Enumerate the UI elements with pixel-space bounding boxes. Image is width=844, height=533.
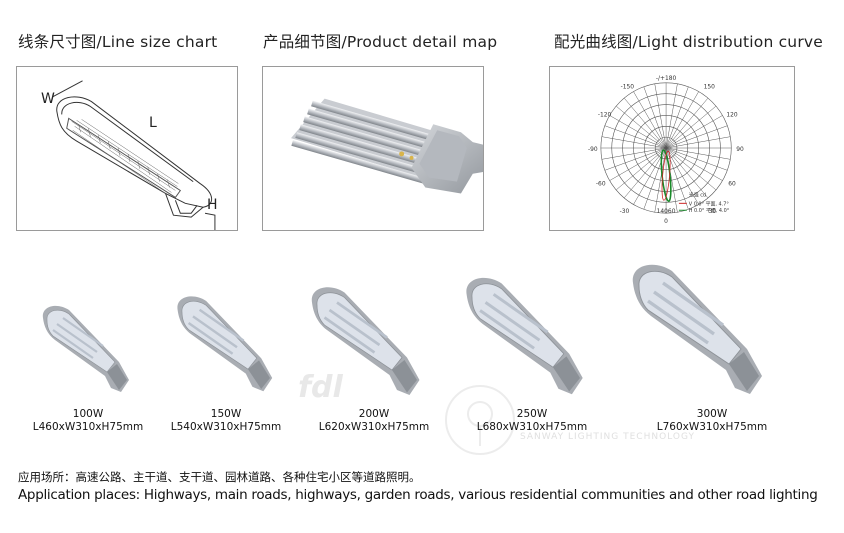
polar-spoke — [665, 91, 699, 149]
line-drawing — [52, 80, 216, 230]
polar-spoke — [604, 125, 667, 149]
polar-spoke — [601, 147, 667, 160]
polar-right-label-4: 60 — [728, 182, 736, 188]
product-dimensions: L540xW310xH75mm — [170, 421, 282, 433]
legend-c90: H 0.0° 平面, 4.0° — [689, 208, 729, 214]
product-dimensions: L760xW310xH75mm — [656, 421, 768, 433]
polar-spoke — [615, 105, 667, 149]
polar-spoke — [665, 83, 678, 149]
height-label: H — [207, 197, 218, 213]
polar-left-label-3: -90 — [588, 147, 598, 153]
polar-center-value: 14060 — [657, 209, 676, 215]
application-cn: 应用场所：高速公路、主干道、支干道、园林道路、各种住宅小区等道路照明。 — [18, 470, 421, 484]
line-size-chart: W L H — [16, 66, 238, 231]
product-detail-image — [262, 66, 484, 231]
polar-spoke — [654, 83, 667, 149]
line-size-title: 线条尺寸图/Line size chart — [18, 33, 218, 51]
legend-title: 光强 cd — [689, 191, 706, 198]
width-label: W — [41, 91, 55, 107]
polar-spoke — [666, 136, 731, 149]
product-image-250w — [456, 270, 596, 405]
product-dimensions: L680xW310xH75mm — [476, 421, 588, 433]
product-dimensions: L620xW310xH75mm — [318, 421, 430, 433]
polar-spoke — [665, 97, 709, 149]
product-power: 200W — [358, 408, 390, 420]
polar-right-label-3: 90 — [736, 147, 744, 153]
polar-right-label-2: 120 — [726, 112, 738, 118]
polar-spoke — [609, 147, 667, 181]
polar-spoke — [623, 147, 667, 199]
polar-top-label: -/+180 — [656, 76, 677, 82]
polar-spoke — [604, 147, 667, 171]
product-power: 300W — [696, 408, 728, 420]
polar-plot: -/+180 -150 -120 -90 -60 -30 150 120 90 … — [588, 76, 744, 225]
polar-spoke — [601, 136, 667, 149]
product-power: 100W — [72, 408, 104, 420]
polar-spoke — [665, 147, 709, 199]
product-power: 250W — [516, 408, 548, 420]
product-dimensions: L460xW310xH75mm — [32, 421, 144, 433]
polar-spoke — [643, 86, 667, 149]
product-power: 150W — [210, 408, 242, 420]
product-image-150w — [166, 290, 286, 400]
polar-spoke — [609, 115, 667, 149]
polar-spoke — [666, 147, 731, 160]
length-label: L — [149, 115, 157, 131]
polar-spoke — [665, 115, 723, 149]
polar-right-label-1: 150 — [704, 85, 716, 91]
polar-spoke — [665, 147, 699, 205]
polar-left-label-4: -60 — [596, 182, 606, 188]
polar-left-label-5: -30 — [620, 209, 630, 215]
polar-right-label-5: 30 — [709, 209, 717, 215]
product-image-300w — [624, 256, 774, 406]
polar-spoke — [665, 86, 689, 149]
product-detail-title: 产品细节图/Product detail map — [263, 33, 498, 51]
light-distribution-chart: -/+180 -150 -120 -90 -60 -30 150 120 90 … — [549, 66, 795, 231]
light-distribution-title: 配光曲线图/Light distribution curve — [554, 33, 824, 51]
polar-spoke — [665, 125, 728, 149]
polar-spoke — [665, 147, 728, 171]
polar-left-label-1: -150 — [621, 85, 635, 91]
application-en: Application places: Highways, main roads… — [18, 487, 818, 503]
product-image-100w — [32, 300, 142, 400]
product-image-200w — [302, 280, 432, 405]
legend-c0: V 0.0° 平面, 4.7° — [689, 201, 729, 207]
polar-bottom-label: 0 — [664, 219, 668, 225]
polar-spoke — [665, 147, 723, 181]
polar-spoke — [633, 91, 667, 149]
polar-spoke — [615, 147, 667, 191]
polar-spoke — [643, 147, 667, 210]
polar-spoke — [623, 97, 667, 149]
polar-spoke — [665, 147, 717, 191]
polar-spoke — [665, 105, 717, 149]
polar-left-label-2: -120 — [598, 112, 612, 118]
polar-spoke — [654, 147, 667, 213]
product-render — [291, 98, 483, 194]
